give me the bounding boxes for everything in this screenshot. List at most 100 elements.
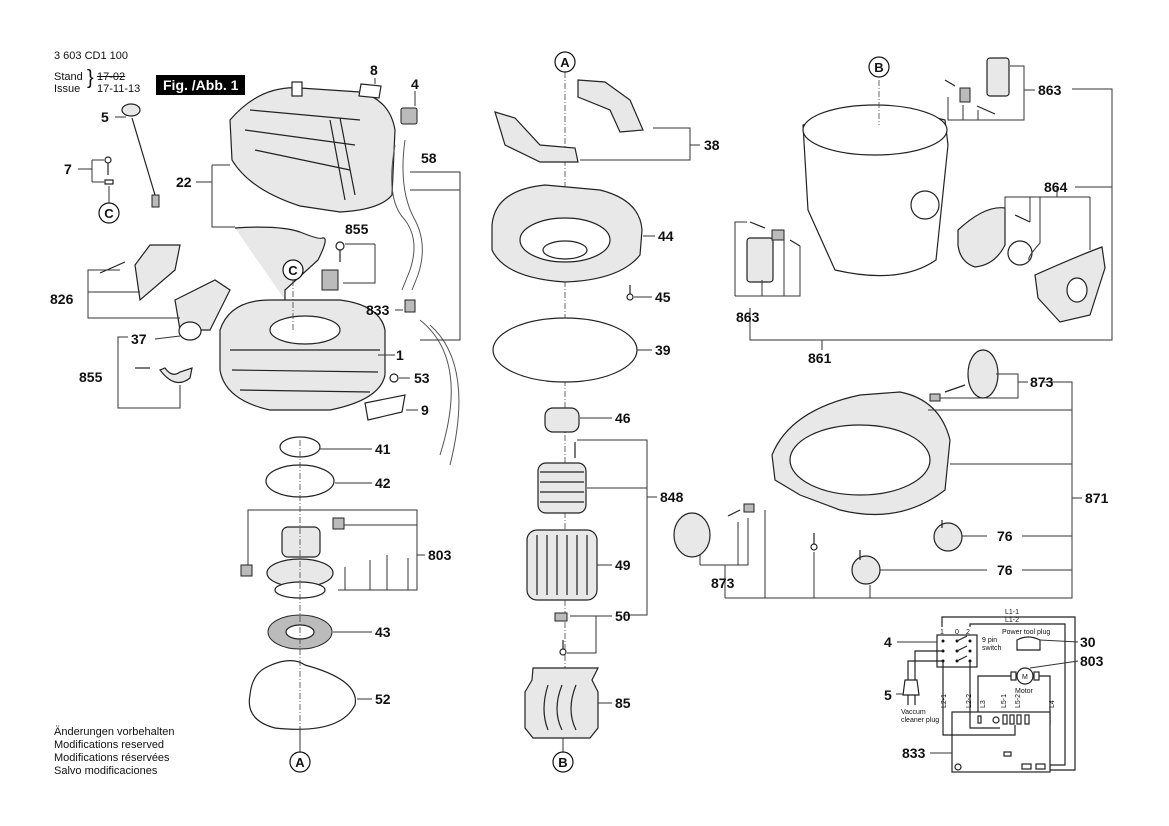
label-76-a: 76 (997, 528, 1013, 544)
part-inlet-assembly[interactable] (957, 207, 1106, 323)
label-873-bottom: 873 (711, 575, 735, 591)
part-large-seal-ring[interactable] (492, 317, 638, 383)
label-22: 22 (176, 174, 192, 190)
label-46: 46 (615, 410, 631, 426)
label-4-top: 4 (411, 76, 419, 92)
label-826: 826 (50, 291, 74, 307)
label-45: 45 (655, 289, 671, 305)
part-cap[interactable] (544, 407, 580, 433)
part-filter-housing[interactable] (491, 184, 643, 283)
footer-line-de: Änderungen vorbehalten (54, 726, 175, 738)
label-7: 7 (64, 161, 72, 177)
part-foam-blocks[interactable] (494, 79, 644, 163)
leader-lines (78, 65, 1113, 752)
reference-marker-c-mid: C (282, 259, 304, 330)
label-39: 39 (655, 342, 671, 358)
part-nut[interactable] (389, 373, 399, 383)
part-filter-bag[interactable] (524, 667, 599, 739)
label-44: 44 (658, 228, 674, 244)
label-803-wiring: 803 (1080, 653, 1104, 669)
label-38: 38 (704, 137, 720, 153)
footer-notes: Änderungen vorbehalten Modifications res… (54, 726, 174, 778)
label-4-wiring: 4 (884, 634, 892, 650)
label-41: 41 (375, 441, 391, 457)
part-o-ring[interactable] (178, 321, 202, 341)
part-label-plate[interactable] (364, 394, 406, 421)
part-latch-top[interactable] (944, 57, 1010, 115)
part-wheel-left[interactable] (673, 503, 755, 558)
label-58: 58 (421, 150, 437, 166)
part-carbon-brush[interactable] (404, 299, 416, 313)
figure-label: Fig. /Abb. 1 (156, 75, 246, 95)
label-833-wiring: 833 (902, 745, 926, 761)
part-caster-2[interactable] (851, 550, 881, 585)
electronics-board (951, 711, 1051, 773)
part-filter-cover[interactable] (99, 244, 231, 331)
svg-text:switch: switch (982, 645, 1002, 652)
part-label-sticker[interactable] (358, 83, 382, 99)
part-screw[interactable] (626, 285, 634, 301)
part-caster-1[interactable] (933, 520, 963, 552)
part-power-cord[interactable] (121, 103, 160, 208)
issue-value: 17-11-13 (97, 83, 141, 95)
part-seal-profile[interactable] (234, 226, 326, 300)
label-833-top: 833 (366, 302, 390, 318)
svg-text:Vaccum: Vaccum (901, 709, 926, 716)
label-76-b: 76 (997, 562, 1013, 578)
label-49: 49 (615, 557, 631, 573)
label-42: 42 (375, 475, 391, 491)
label-863-left: 863 (736, 309, 760, 325)
part-switch[interactable] (400, 107, 418, 125)
svg-text:B: B (874, 60, 883, 75)
label-30: 30 (1080, 634, 1096, 650)
part-top-cover[interactable] (229, 81, 396, 213)
svg-text:L1-2: L1-2 (1005, 617, 1019, 624)
svg-text:Power tool plug: Power tool plug (1002, 629, 1050, 636)
footer-line-fr: Modifications réservées (54, 752, 170, 764)
label-864: 864 (1044, 179, 1068, 195)
part-base-screw[interactable] (810, 533, 818, 551)
label-861: 861 (808, 350, 832, 366)
svg-text:L1-1: L1-1 (1005, 609, 1019, 616)
label-855-top: 855 (345, 221, 369, 237)
part-number: 3 603 CD1 100 (54, 50, 128, 62)
svg-text:0: 0 (955, 629, 959, 636)
issue-label: Issue (54, 83, 81, 95)
svg-text:L5-1: L5-1 (1001, 694, 1008, 708)
part-wires[interactable] (391, 139, 460, 466)
part-filter-clip[interactable] (554, 612, 568, 656)
svg-text:L5-2: L5-2 (1015, 694, 1022, 708)
svg-text:M: M (1022, 674, 1028, 681)
part-base[interactable] (771, 391, 951, 516)
part-wheel-right[interactable] (929, 349, 999, 402)
label-37: 37 (131, 331, 147, 347)
svg-text:L2-1: L2-1 (941, 694, 948, 708)
label-873-top: 873 (1030, 374, 1054, 390)
svg-text:2: 2 (966, 629, 970, 636)
label-50: 50 (615, 608, 631, 624)
part-cartridge-filter[interactable] (526, 529, 598, 601)
label-5-top: 5 (101, 109, 109, 125)
label-43: 43 (375, 624, 391, 640)
part-motor-housing[interactable] (219, 299, 386, 411)
svg-text:A: A (295, 755, 305, 770)
part-brush-holder[interactable] (321, 241, 345, 291)
part-screw-clip[interactable] (104, 156, 114, 185)
label-863-top: 863 (1038, 82, 1062, 98)
part-container[interactable] (802, 80, 949, 277)
reference-marker-c-top: C (98, 202, 120, 224)
reference-marker-b-bottom: B (552, 751, 574, 773)
wiring-diagram: 1 0 2 9 pin switch Power tool plug M Mot… (896, 609, 1079, 773)
label-52: 52 (375, 691, 391, 707)
part-motor[interactable] (240, 517, 345, 599)
brace: } (87, 67, 94, 89)
part-gasket[interactable] (248, 660, 356, 730)
stand-value: 17-02 (97, 71, 126, 83)
svg-text:L4: L4 (1049, 700, 1056, 708)
part-filter-cage[interactable] (537, 442, 587, 514)
part-clamp[interactable] (135, 367, 193, 384)
svg-text:B: B (558, 755, 567, 770)
label-8: 8 (370, 62, 378, 78)
part-latch-left[interactable] (746, 221, 801, 283)
